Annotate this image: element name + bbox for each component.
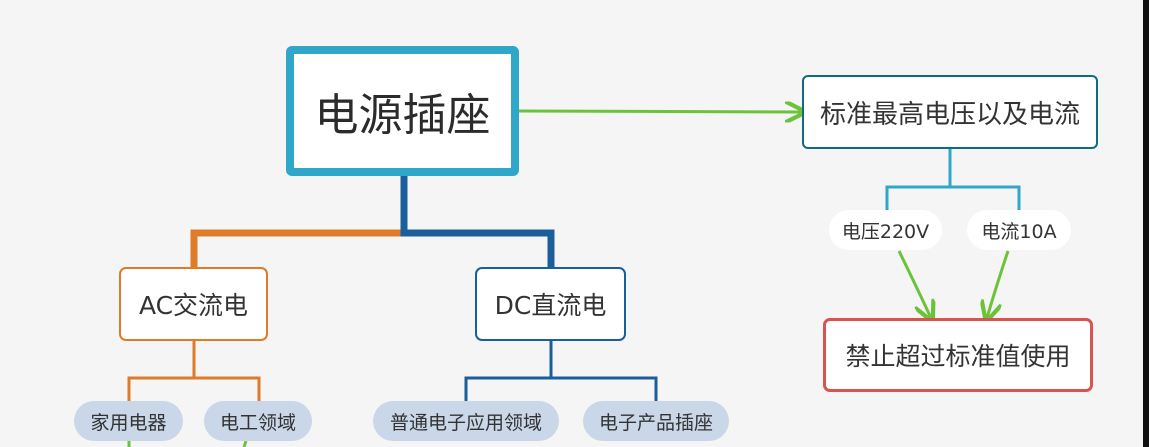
connector-dc-children [464,341,658,401]
connector-ac-children [127,341,261,401]
standard-node[interactable]: 标准最高电压以及电流 [802,75,1098,149]
current-node[interactable]: 电流10A [967,210,1071,250]
connector-standard-children [885,149,1021,210]
forbid-node[interactable]: 禁止超过标准值使用 [823,318,1093,392]
window-edge [1143,0,1149,447]
general-electronics-node[interactable]: 普通电子应用领域 [373,401,559,441]
connector-root-ac [190,176,408,267]
home-appliance-node[interactable]: 家用电器 [74,401,183,441]
product-socket-node[interactable]: 电子产品插座 [583,401,729,441]
dc-node[interactable]: DC直流电 [475,267,626,341]
voltage-node[interactable]: 电压220V [829,210,942,250]
ac-node[interactable]: AC交流电 [119,267,268,341]
arrow-current-forbid [987,250,1010,318]
electrician-node[interactable]: 电工领域 [204,401,312,441]
arrow-voltage-forbid [897,250,931,318]
root-node[interactable]: 电源插座 [286,46,519,176]
arrow-root-standard [518,111,802,112]
arrow-elec-down [242,440,248,447]
connector-root-dc [400,176,555,267]
